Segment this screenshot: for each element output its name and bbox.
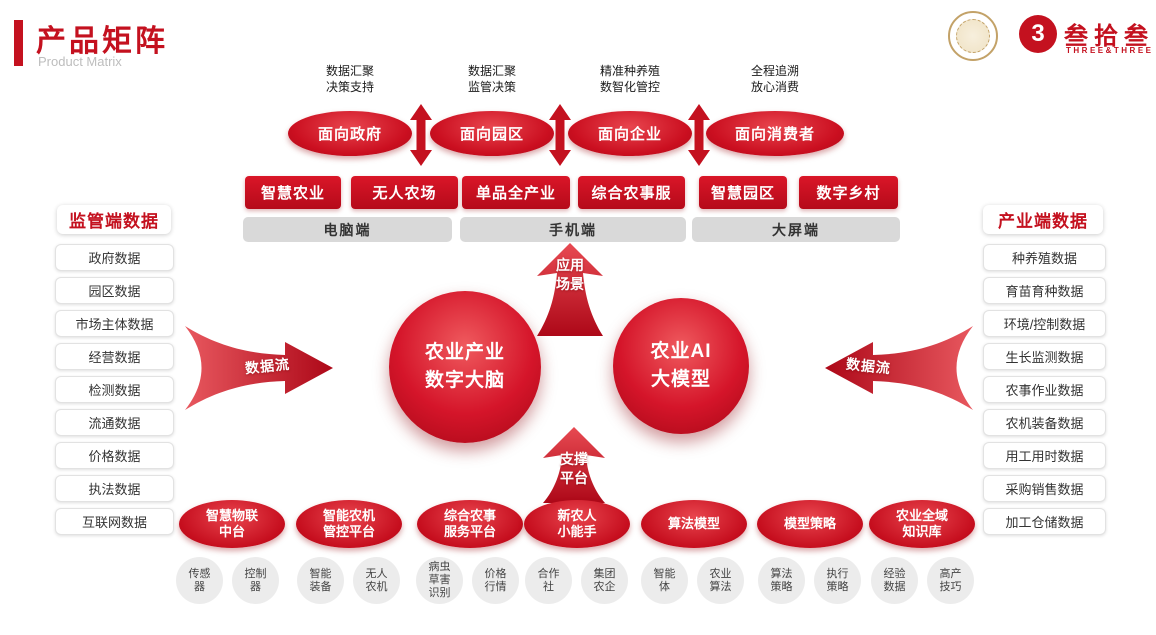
- platform-ellipse: 智能农机 管控平台: [296, 500, 402, 548]
- platform-ellipse: 模型策略: [757, 500, 863, 548]
- left-data-item: 园区数据: [55, 277, 174, 304]
- product-box: 无人农场: [351, 176, 458, 209]
- double-arrow-icon: [688, 104, 710, 166]
- left-data-item: 价格数据: [55, 442, 174, 469]
- left-data-item: 检测数据: [55, 376, 174, 403]
- leaf-circle: 传感器: [176, 557, 223, 604]
- right-data-item: 用工用时数据: [983, 442, 1106, 469]
- double-arrow-icon: [410, 104, 432, 166]
- right-data-item: 加工仓储数据: [983, 508, 1106, 535]
- audience-ellipse: 面向企业: [568, 111, 692, 156]
- product-box: 智慧园区: [699, 176, 787, 209]
- leaf-circle: 经验数据: [871, 557, 918, 604]
- app-scene-arrow-label: 应用 场景: [556, 257, 584, 292]
- right-data-item: 农事作业数据: [983, 376, 1106, 403]
- product-box: 智慧农业: [245, 176, 341, 209]
- brand-badge-icon: 3: [1019, 15, 1057, 53]
- terminal-bar: 手机端: [460, 217, 686, 242]
- audience-ellipse: 面向政府: [288, 111, 412, 156]
- benefit-label: 数据汇聚 监管决策: [467, 64, 516, 94]
- platform-ellipse: 农业全域 知识库: [869, 500, 975, 548]
- ai-model-circle: 农业AI 大模型: [613, 298, 749, 434]
- page-subtitle: Product Matrix: [38, 54, 122, 69]
- data-flow-arrow-right-icon: [825, 326, 973, 410]
- benefit-label: 精准种养殖 数智化管控: [599, 64, 660, 94]
- leaf-circle: 无人农机: [353, 557, 400, 604]
- terminal-bar: 大屏端: [692, 217, 900, 242]
- leaf-circle: 执行策略: [814, 557, 861, 604]
- leaf-circle: 控制器: [232, 557, 279, 604]
- terminal-bar: 电脑端: [243, 217, 452, 242]
- leaf-circle: 集团农企: [581, 557, 628, 604]
- right-data-item: 农机装备数据: [983, 409, 1106, 436]
- right-data-item: 环境/控制数据: [983, 310, 1106, 337]
- left-data-item: 市场主体数据: [55, 310, 174, 337]
- left-data-item: 互联网数据: [55, 508, 174, 535]
- double-arrow-icon: [549, 104, 571, 166]
- title-accent-bar: [14, 20, 23, 66]
- brand-name: 叁拾叁: [1064, 23, 1154, 50]
- left-data-item: 执法数据: [55, 475, 174, 502]
- right-data-item: 育苗育种数据: [983, 277, 1106, 304]
- left-data-item: 流通数据: [55, 409, 174, 436]
- product-box: 数字乡村: [799, 176, 898, 209]
- right-data-item: 种养殖数据: [983, 244, 1106, 271]
- audience-ellipse: 面向园区: [430, 111, 554, 156]
- app-scene-arrow-icon: [537, 243, 603, 336]
- benefit-label: 全程追溯 放心消费: [750, 64, 799, 94]
- platform-ellipse: 算法模型: [641, 500, 747, 548]
- right-panel-header: 产业端数据: [983, 205, 1103, 234]
- leaf-circle: 智能体: [641, 557, 688, 604]
- brand-name-en: THREE&THREE: [1066, 46, 1154, 55]
- digital-brain-circle: 农业产业 数字大脑: [389, 291, 541, 443]
- right-data-item: 采购销售数据: [983, 475, 1106, 502]
- audience-ellipse: 面向消费者: [706, 111, 844, 156]
- leaf-circle: 高产技巧: [927, 557, 974, 604]
- leaf-circle: 病虫草害识别: [416, 557, 463, 604]
- right-data-item: 生长监测数据: [983, 343, 1106, 370]
- support-platform-arrow-icon: [543, 427, 605, 503]
- left-panel-header: 监管端数据: [57, 205, 171, 234]
- data-flow-arrow-left-icon: [185, 326, 333, 410]
- support-platform-arrow-label: 支撑 平台: [560, 451, 588, 486]
- left-data-item: 经营数据: [55, 343, 174, 370]
- platform-ellipse: 新农人 小能手: [524, 500, 630, 548]
- platform-ellipse: 综合农事 服务平台: [417, 500, 523, 548]
- gold-seal-icon: [948, 11, 998, 61]
- leaf-circle: 价格行情: [472, 557, 519, 604]
- benefit-label: 数据汇聚 决策支持: [325, 64, 374, 94]
- leaf-circle: 农业算法: [697, 557, 744, 604]
- platform-ellipse: 智慧物联 中台: [179, 500, 285, 548]
- page-title: 产品矩阵: [36, 25, 168, 58]
- left-data-item: 政府数据: [55, 244, 174, 271]
- leaf-circle: 算法策略: [758, 557, 805, 604]
- leaf-circle: 智能装备: [297, 557, 344, 604]
- product-box: 综合农事服: [578, 176, 685, 209]
- leaf-circle: 合作社: [525, 557, 572, 604]
- product-box: 单品全产业: [462, 176, 570, 209]
